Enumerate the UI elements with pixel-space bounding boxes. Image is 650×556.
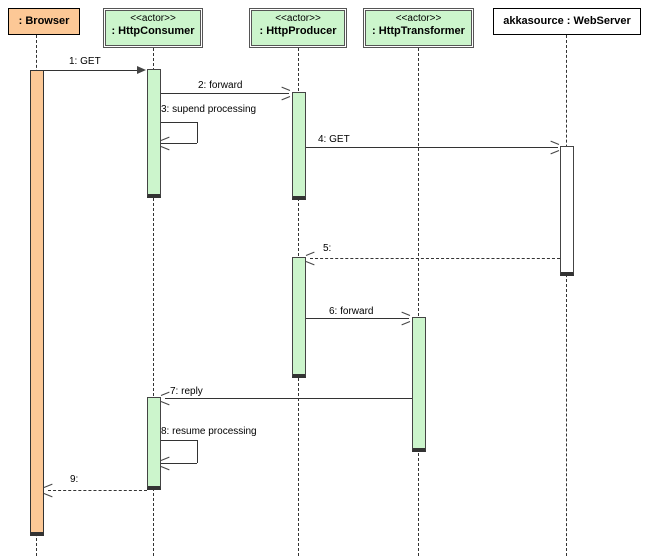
message-line-9[interactable] — [48, 490, 147, 491]
message-line-8-side — [197, 440, 198, 463]
participant-head-httpproducer[interactable]: <<actor>> : HttpProducer — [249, 8, 347, 48]
message-label-9: 9: — [70, 474, 79, 485]
activation-httpproducer-1 — [292, 92, 306, 200]
participant-name-httptransformer: : HttpTransformer — [372, 25, 465, 37]
activation-webserver — [560, 146, 574, 276]
message-label-4: 4: GET — [318, 134, 350, 145]
participant-head-browser[interactable]: : Browser — [8, 8, 80, 35]
message-line-3-bottom[interactable] — [161, 143, 197, 144]
message-label-3: 3: supend processing — [161, 104, 257, 115]
participant-name-webserver: akkasource : WebServer — [503, 15, 631, 27]
lifeline-httptransformer — [418, 48, 419, 556]
lifeline-httpconsumer — [153, 48, 154, 556]
message-line-7[interactable] — [165, 398, 412, 399]
participant-head-httpconsumer[interactable]: <<actor>> : HttpConsumer — [103, 8, 203, 48]
message-label-7: 7: reply — [170, 386, 203, 397]
activation-httpconsumer-1 — [147, 69, 161, 198]
participant-name-httpconsumer: : HttpConsumer — [111, 25, 195, 37]
message-line-5[interactable] — [310, 258, 560, 259]
message-arrowhead-1 — [137, 66, 146, 74]
message-label-6: 6: forward — [329, 306, 374, 317]
message-line-3-side — [197, 122, 198, 143]
message-line-3-top[interactable] — [161, 122, 197, 123]
message-line-2[interactable] — [161, 93, 289, 94]
message-label-8: 8: resume processing — [161, 426, 257, 437]
participant-name-httpproducer: : HttpProducer — [259, 25, 337, 37]
activation-httptransformer — [412, 317, 426, 452]
participant-head-httptransformer[interactable]: <<actor>> : HttpTransformer — [363, 8, 474, 48]
participant-stereotype-httpproducer: <<actor>> — [275, 13, 321, 24]
message-line-1[interactable] — [44, 70, 144, 71]
message-label-5: 5: — [323, 243, 332, 254]
message-line-4[interactable] — [306, 147, 558, 148]
participant-stereotype-httptransformer: <<actor>> — [395, 13, 442, 24]
activation-browser — [30, 70, 44, 536]
participant-stereotype-httpconsumer: <<actor>> — [130, 13, 176, 24]
message-line-8-top[interactable] — [161, 440, 197, 441]
lifeline-webserver — [566, 35, 567, 556]
participant-head-webserver[interactable]: akkasource : WebServer — [493, 8, 641, 35]
message-line-8-bottom[interactable] — [161, 463, 197, 464]
activation-httpproducer-2 — [292, 257, 306, 378]
activation-httpconsumer-2 — [147, 397, 161, 490]
message-line-6[interactable] — [306, 318, 409, 319]
message-label-1: 1: GET — [69, 56, 101, 67]
participant-name-browser: : Browser — [18, 15, 70, 27]
message-label-2: 2: forward — [198, 80, 243, 91]
